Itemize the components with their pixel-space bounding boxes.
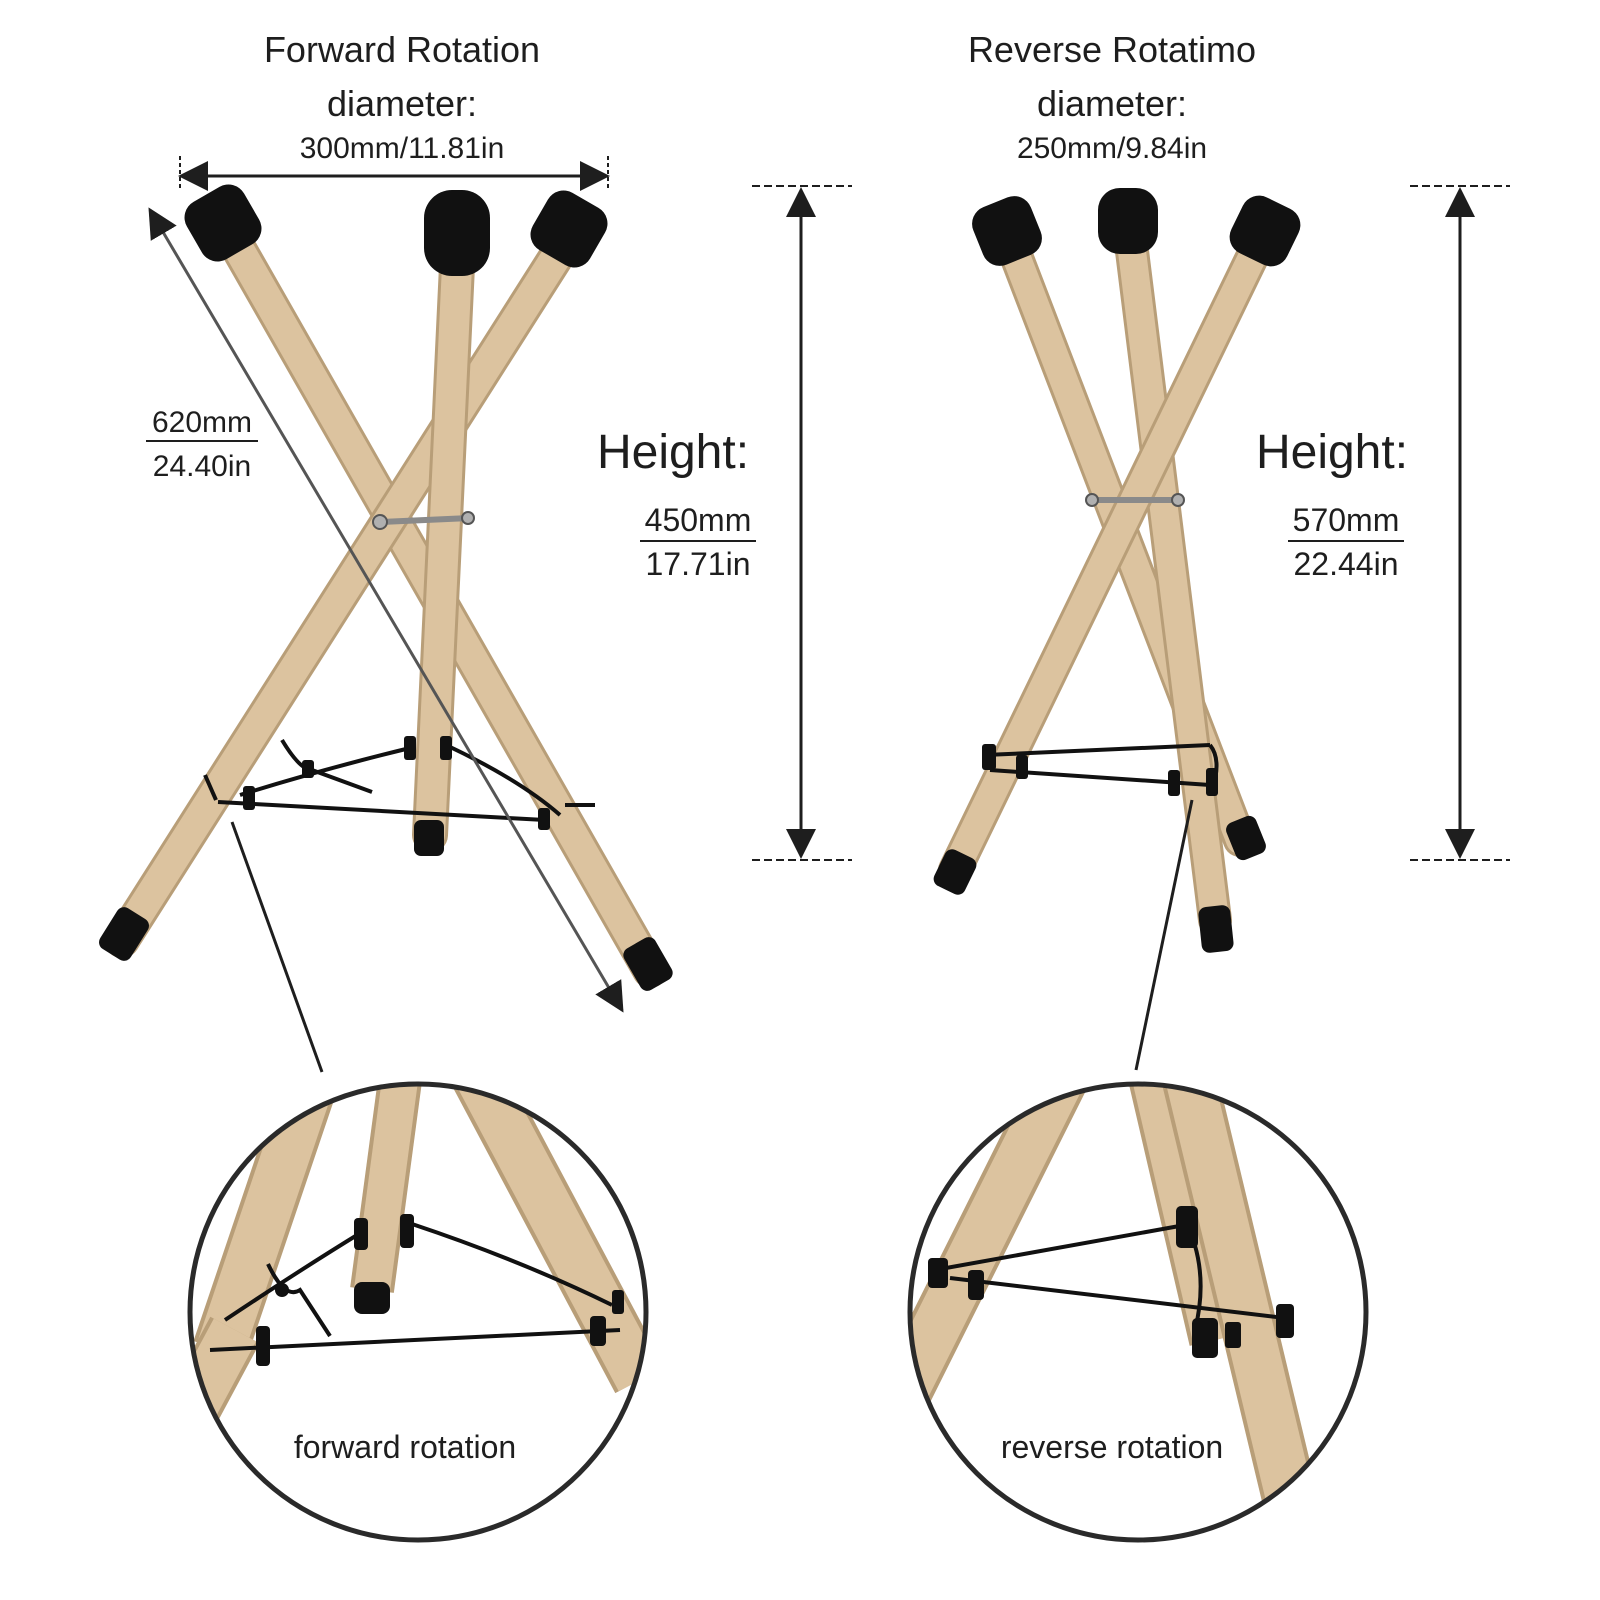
forward-diameter-label: diameter: [326, 83, 478, 124]
reverse-diameter-label: diameter: [1036, 83, 1188, 124]
forward-leg-right [104, 214, 590, 958]
reverse-callout-line [1134, 799, 1194, 1071]
reverse-detail-view [907, 1081, 1369, 1543]
forward-height-in: 17.71in [645, 546, 751, 582]
forward-stand [99, 184, 673, 991]
forward-length-in: 24.40in [152, 450, 252, 483]
forward-length-mm: 620mm [146, 406, 258, 442]
forward-title: Forward Rotation [263, 29, 541, 70]
forward-cap-center [424, 190, 490, 276]
forward-height-label: Height: [596, 426, 750, 479]
reverse-cap-right [1229, 195, 1301, 267]
reverse-stand [933, 188, 1301, 953]
reverse-height-dimension [1410, 185, 1510, 861]
reverse-cord-stoppers [982, 744, 1218, 796]
reverse-foot-center [1198, 905, 1234, 953]
forward-foot-left [99, 907, 149, 961]
reverse-foot-right [1226, 815, 1266, 861]
reverse-height-in: 22.44in [1293, 546, 1399, 582]
reverse-diameter-value: 250mm/9.84in [1016, 132, 1208, 165]
reverse-detail-caption: reverse rotation [1000, 1429, 1224, 1465]
forward-detail-view [187, 1081, 649, 1543]
reverse-cap-center [1098, 188, 1158, 254]
reverse-height-mm: 570mm [1288, 500, 1404, 542]
forward-height-dimension [752, 185, 852, 861]
forward-foot-center [414, 820, 444, 856]
forward-diameter-value: 300mm/11.81in [299, 132, 505, 165]
forward-height-mm: 450mm [640, 500, 756, 542]
reverse-title: Reverse Rotatimo [967, 29, 1257, 70]
forward-detail-caption: forward rotation [293, 1429, 517, 1465]
reverse-leg-right [938, 228, 1275, 887]
reverse-leg-center [1113, 218, 1232, 937]
forward-length-arrow [148, 207, 624, 1013]
reverse-foot-left [933, 849, 977, 895]
reverse-bolt [1085, 493, 1185, 507]
reverse-height-label: Height: [1255, 426, 1409, 479]
forward-callout-line [230, 821, 324, 1073]
forward-diameter-dimension [178, 156, 610, 191]
reverse-cap-left [972, 196, 1042, 266]
forward-foot-right [623, 937, 673, 991]
